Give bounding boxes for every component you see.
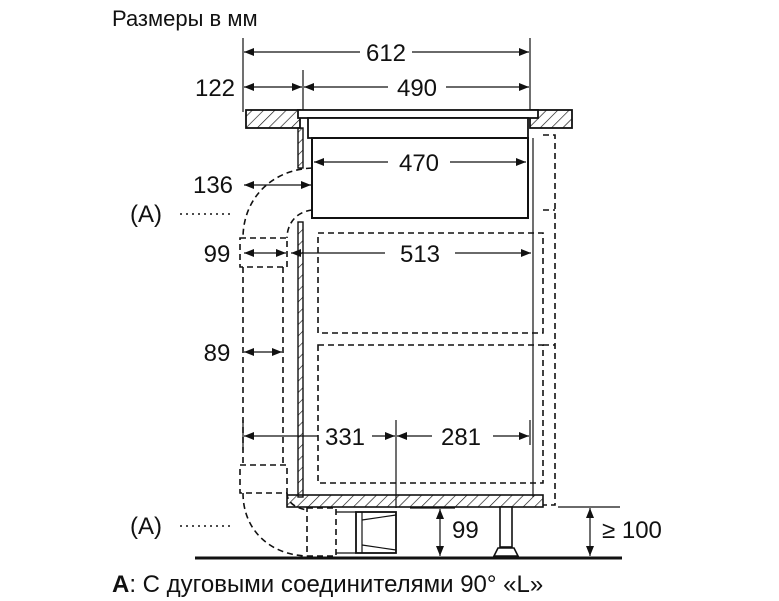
dimension-plinth-99: 99 (436, 509, 479, 556)
countertop (245, 109, 573, 129)
legend-key: A (112, 571, 129, 598)
cabinet-foot (492, 506, 520, 557)
svg-text:≥ 100: ≥ 100 (602, 517, 662, 544)
dimension-470: 470 (314, 150, 526, 177)
air-duct (239, 167, 397, 557)
legend-caption: A: С дуговыми соединителями 90° «L» (112, 571, 543, 598)
svg-text:612: 612 (366, 40, 406, 67)
callout-upper-a: (A) (130, 201, 232, 228)
dimension-136: 136 (193, 172, 311, 199)
drawer-lower (317, 344, 544, 484)
extension-lines (242, 38, 620, 509)
svg-text:136: 136 (193, 172, 233, 199)
cabinet (286, 127, 556, 508)
dimension-122-490: 122 490 (195, 75, 529, 102)
dimension-612: 612 (244, 40, 529, 67)
svg-text:(A): (A) (130, 201, 162, 228)
dimension-89: 89 (204, 340, 282, 367)
svg-text:122: 122 (195, 75, 235, 102)
dimension-min-100: ≥ 100 (586, 508, 662, 556)
diagram-title: Размеры в мм (112, 6, 258, 31)
svg-text:99: 99 (452, 517, 479, 544)
svg-text:(A): (A) (130, 513, 162, 540)
svg-text:490: 490 (397, 75, 437, 102)
hob-appliance (297, 109, 539, 219)
dimension-331-281: 331 281 (244, 424, 529, 451)
svg-text:89: 89 (204, 340, 231, 367)
svg-text:281: 281 (441, 424, 481, 451)
svg-text:470: 470 (399, 150, 439, 177)
dimension-99-513: 99 513 (204, 241, 531, 268)
duct-connector (355, 511, 397, 554)
legend-text: : С дуговыми соединителями 90° «L» (129, 571, 543, 598)
callout-lower-a: (A) (130, 513, 232, 540)
svg-text:513: 513 (400, 241, 440, 268)
svg-text:99: 99 (204, 241, 231, 268)
svg-text:331: 331 (325, 424, 365, 451)
drawer-upper (317, 232, 544, 334)
